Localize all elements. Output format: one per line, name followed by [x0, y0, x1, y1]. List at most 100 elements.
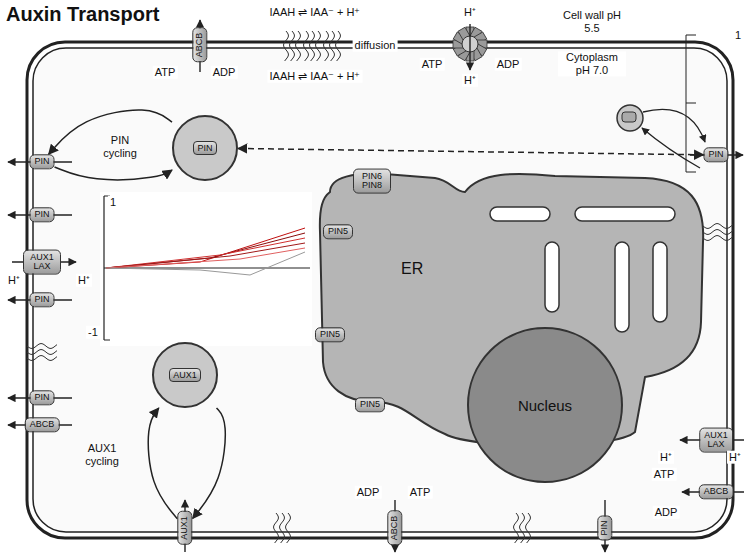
illustration-part [284, 31, 289, 61]
title: Auxin Transport [6, 3, 159, 26]
vesicle: AUX1AUX1 cycling [152, 342, 218, 408]
node-label: PIN5 [360, 399, 380, 409]
node-label: PIN6 PIN8 [362, 171, 382, 190]
illustration-part [106, 228, 305, 268]
label: Cell wall pH 5.5 [558, 9, 626, 34]
illustration-part [703, 224, 733, 229]
illustration-part [622, 112, 636, 122]
label: 1 [733, 29, 743, 42]
label: ATP [153, 66, 178, 79]
node-label: ABCB [30, 419, 55, 429]
illustration-part [27, 356, 57, 361]
label: H⁺ [462, 74, 478, 87]
er-lumen [545, 242, 559, 312]
label: ADP [653, 506, 680, 519]
er-lumen [653, 242, 667, 322]
node-label: PIN [34, 156, 49, 166]
illustration-part [686, 172, 696, 173]
illustration-part [514, 513, 519, 543]
illustration-part [27, 350, 57, 355]
transporter: AUX1 LAX [699, 428, 733, 453]
label: diffusion [353, 39, 398, 52]
illustration-part [296, 31, 301, 61]
illustration-part [469, 24, 470, 70]
node-label: AUX1 [169, 368, 201, 382]
inset-chart [100, 192, 312, 346]
illustration-part [526, 513, 531, 543]
illustration-part [280, 513, 285, 543]
illustration-part [642, 128, 700, 168]
node-label: AUX1 LAX [704, 430, 728, 449]
cycling-arrow [148, 408, 177, 519]
illustration-part [686, 35, 696, 36]
illustration-part [703, 236, 733, 241]
label: IAAH ⇌ IAA⁻ + H⁺ [268, 6, 363, 19]
label: ATP [408, 486, 433, 499]
label: H⁺ [462, 6, 478, 19]
label: ADP [211, 66, 238, 79]
transporter: ABCB [192, 28, 207, 63]
node-label: PIN5 [328, 226, 348, 236]
node-label: Nucleus [518, 397, 572, 414]
label: ADP [495, 58, 522, 71]
nucleus: Nucleus [467, 327, 623, 483]
transporter: PIN [29, 154, 54, 169]
node-label: PIN [34, 209, 49, 219]
cell-wall [27, 42, 733, 538]
illustration-part [286, 513, 291, 543]
node-label: PIN [599, 520, 609, 535]
illustration-part [274, 513, 279, 543]
cycling-arrow [193, 408, 226, 518]
transporter: ABCB [25, 417, 60, 432]
transporter: PIN6 PIN8 [353, 169, 391, 194]
illustration-part [106, 233, 305, 268]
label: 1 [108, 196, 118, 209]
illustration-part [100, 192, 312, 346]
label: H⁺ [658, 451, 674, 464]
illustration-part [106, 252, 305, 275]
node-label: PIN [708, 149, 723, 159]
node-label: PIN5 [320, 329, 340, 339]
label: ADP [355, 486, 382, 499]
illustration-part [27, 344, 57, 349]
transport-arrows [8, 20, 744, 552]
label: ATP [420, 58, 445, 71]
illustration-part [304, 31, 309, 61]
illustration-part [703, 230, 733, 235]
transporter: PIN5 [355, 397, 385, 412]
transporter: ABCB [387, 511, 402, 546]
node-label: PIN [193, 141, 216, 155]
illustration-part [336, 31, 341, 61]
node-label: AUX1 LAX [30, 252, 54, 271]
transporter: AUX1 LAX [23, 250, 61, 275]
vesicle: PIN cyclingPIN [172, 115, 238, 181]
illustration-part [324, 31, 329, 61]
transporter: PIN5 [315, 327, 345, 342]
cycling-arrow [55, 167, 172, 180]
vesicle-caption: PIN cycling [94, 134, 146, 159]
lipid-membrane [27, 31, 733, 543]
illustration-part [520, 513, 525, 543]
node-label: PIN [34, 294, 49, 304]
transporter: PIN5 [323, 224, 353, 239]
label: H⁺ [76, 274, 92, 287]
illustration-part [316, 31, 321, 61]
plasma-membrane [33, 48, 727, 532]
node-label: ABCB [194, 33, 204, 58]
illustration-part [310, 31, 315, 61]
transporter: PIN [29, 390, 54, 405]
illustration-part [104, 340, 110, 341]
illustration-part [686, 103, 696, 104]
vesicle-caption: AUX1 cycling [78, 442, 126, 467]
transporter: AUX1 [177, 511, 192, 545]
node-label: PIN [34, 392, 49, 402]
small-vesicle [617, 105, 705, 168]
label: ATP [652, 468, 677, 481]
transporter: ABCB [699, 484, 734, 499]
label: Cytoplasm pH 7.0 [558, 51, 626, 76]
illustration-part [106, 238, 305, 268]
label: -1 [86, 326, 100, 339]
scale-axis [686, 35, 696, 172]
dashed-connector [238, 148, 703, 154]
label: H⁺ [6, 274, 22, 287]
